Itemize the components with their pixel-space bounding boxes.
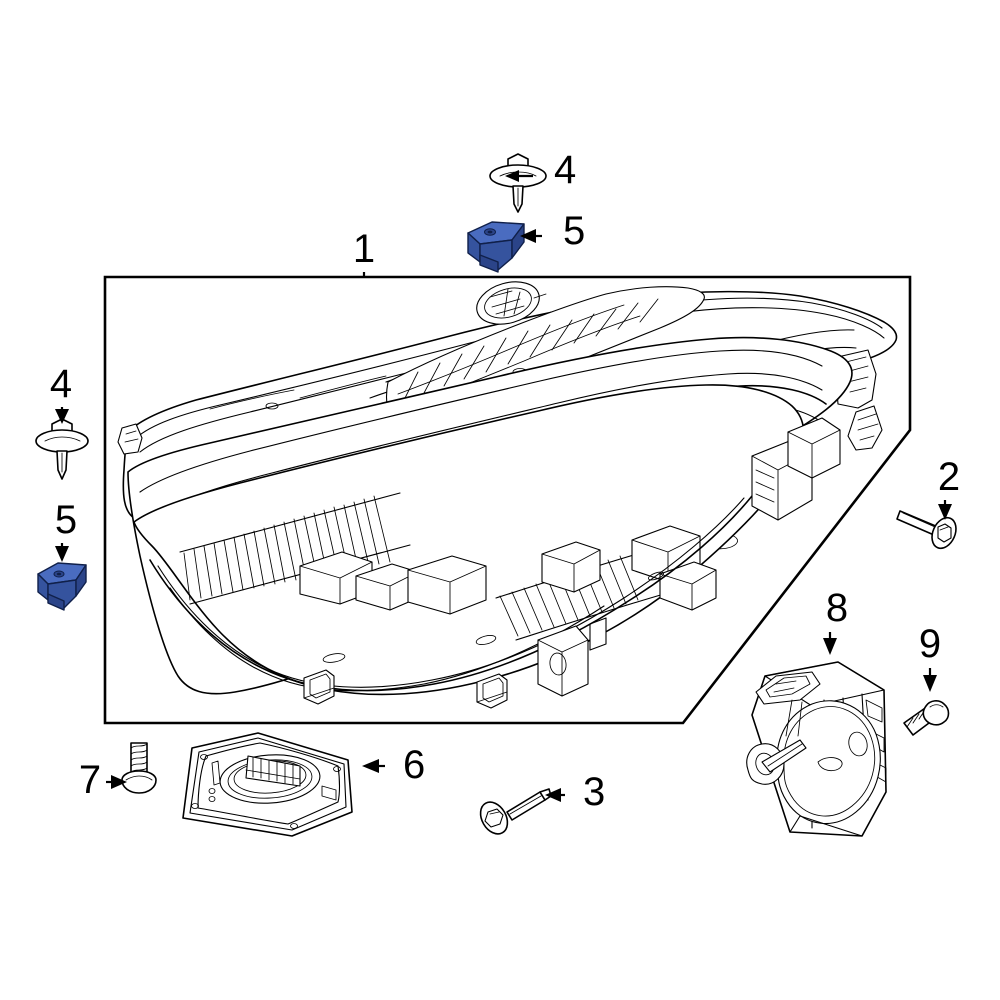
callout-3-label: 3 [583,770,605,814]
callout-4-left-label: 4 [50,362,72,406]
push-pin-retainer-left [35,418,89,480]
lattice-ribs [397,298,659,411]
callout-3-group: 3 [545,770,605,814]
callout-9-label: 9 [919,622,941,666]
leveling-motor-screw [903,700,950,736]
headlamp-mounting-bolt-right [896,510,957,550]
callout-4-top-group: 4 [505,148,576,192]
callout-6-label: 6 [403,743,425,787]
callout-2-label: 2 [938,455,960,499]
lower-mount-bracket [537,625,589,697]
headlamp-leveling-motor [746,661,887,837]
headlamp-assembly-frame [103,275,912,725]
callout-5-top-group: 5 [520,209,585,253]
headlamp-retainer-clip-left[interactable] [37,562,87,611]
internal-connector-blocks [299,525,717,615]
callout-8-label: 8 [826,586,848,630]
callout-6-group: 6 [362,743,425,787]
callout-7-label: 7 [79,758,101,802]
callout-5-left-label: 5 [55,498,77,542]
headlamp-mounting-screw-lower [479,788,552,835]
hid-ballast-control-module [182,732,353,837]
headlamp-assembly-illustration [117,281,898,709]
lower-retention-clip-b [476,673,508,709]
callout-7-group: 7 [79,758,127,802]
bulb-socket-upper [476,281,547,325]
callout-8-group: 8 [823,586,848,655]
lower-retention-clip-a [303,669,335,705]
callout-1-group: 1 [353,227,375,277]
ballast-mounting-screw [121,742,157,794]
callout-9-group: 9 [919,622,941,692]
callout-2-group: 2 [938,455,960,520]
connector-pins [245,756,301,785]
callout-4-top-label: 4 [554,148,576,192]
push-pin-retainer-top [489,153,547,213]
callout-4-left-group: 4 [50,362,72,424]
headlamp-retainer-clip-top[interactable] [467,221,525,273]
callout-1-label: 1 [353,227,375,271]
callout-5-left-group: 5 [55,498,77,562]
callout-5-top-label: 5 [563,209,585,253]
